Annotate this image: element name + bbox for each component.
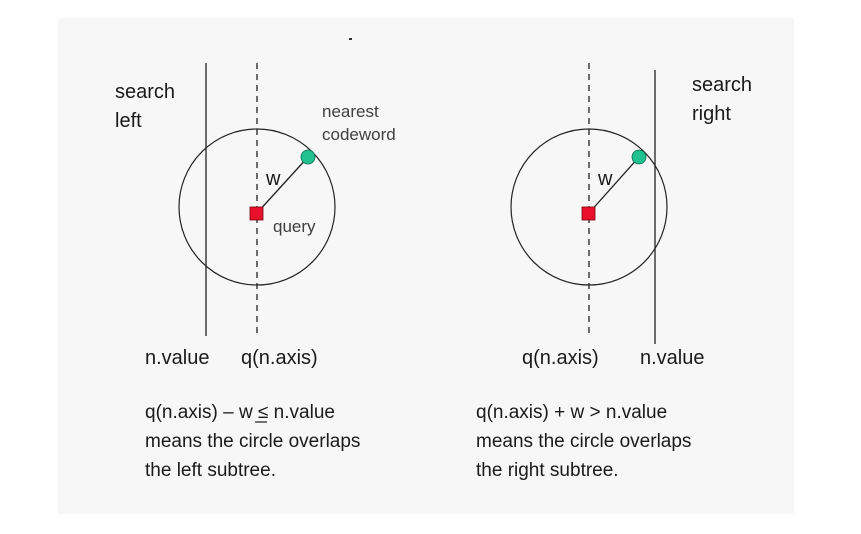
right-panel: search right w q(n.axis) n.value q(n.axi…: [476, 63, 752, 481]
right-radius-label: w: [597, 168, 613, 190]
left-caption-line-2: means the circle overlaps: [145, 431, 360, 452]
nearest-label-2: codeword: [322, 125, 396, 144]
left-panel: search left nearest codeword w query n.v…: [115, 63, 396, 481]
left-search-label-2: left: [115, 110, 142, 132]
left-query-axis-label: q(n.axis): [241, 347, 318, 369]
right-query-point: [581, 206, 596, 221]
left-value-axis-label: n.value: [145, 347, 210, 369]
left-caption-line-1: q(n.axis) – w ≤ n.value: [145, 402, 335, 423]
right-search-circle: [510, 128, 668, 286]
right-nearest-codeword-point: [631, 149, 647, 165]
left-query-point: [249, 206, 264, 221]
right-search-label-2: right: [692, 103, 731, 125]
left-search-label-1: search: [115, 81, 175, 103]
left-search-circle: [178, 128, 336, 286]
right-value-axis-label: n.value: [640, 347, 705, 369]
nearest-label-1: nearest: [322, 102, 379, 121]
left-radius-line: [256, 156, 309, 214]
query-label: query: [273, 217, 316, 236]
right-query-axis-label: q(n.axis): [522, 347, 599, 369]
left-caption-line-3: the left subtree.: [145, 460, 276, 481]
right-radius-line: [588, 156, 640, 214]
left-radius-label: w: [265, 168, 281, 190]
right-caption-line-1: q(n.axis) + w > n.value: [476, 402, 667, 423]
right-caption-line-2: means the circle overlaps: [476, 431, 691, 452]
right-caption-line-3: the right subtree.: [476, 460, 619, 481]
left-nearest-codeword-point: [300, 149, 316, 165]
right-search-label-1: search: [692, 74, 752, 96]
stray-mark: [349, 38, 352, 40]
diagram-background: [58, 18, 794, 514]
